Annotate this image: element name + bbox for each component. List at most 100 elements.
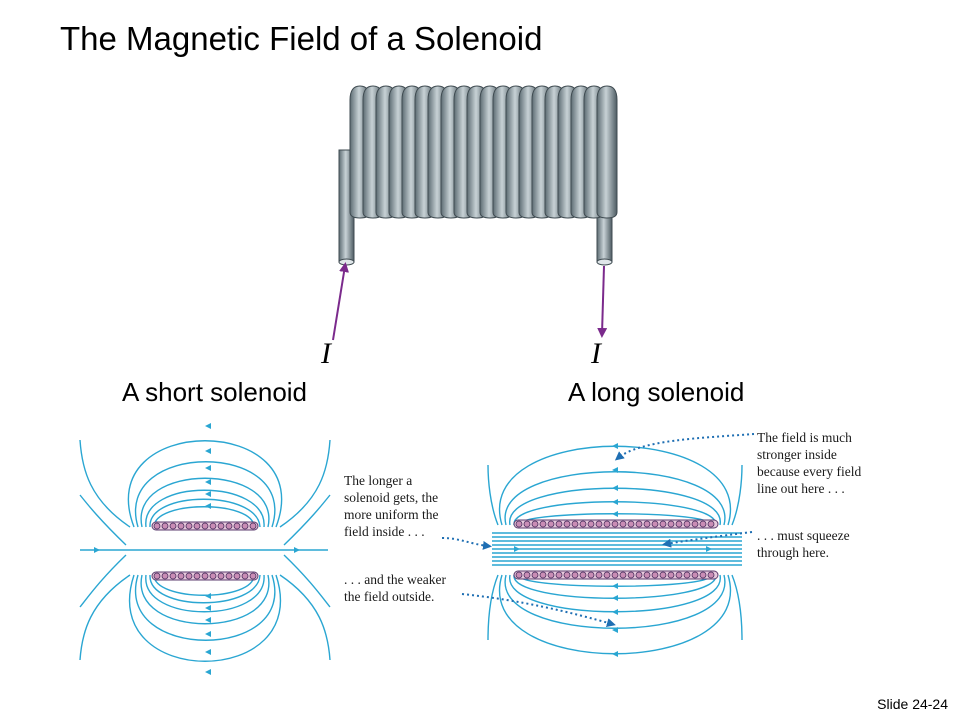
note-squeeze: . . . must squeeze through here. xyxy=(757,527,927,561)
coil-wire-dot xyxy=(249,522,257,530)
coil-wire-dot xyxy=(547,571,555,579)
coil-wire-dot xyxy=(603,520,611,528)
coil-wire-dot xyxy=(193,522,201,530)
coil-wire-dot xyxy=(651,571,659,579)
note-weaker: . . . and the weaker the field outside. xyxy=(344,571,494,605)
coil-wire-dot xyxy=(209,572,217,580)
coil-wire-dot xyxy=(241,572,249,580)
coil-wire-dot xyxy=(603,571,611,579)
short-solenoid-diagram xyxy=(79,423,331,675)
coil-turns xyxy=(349,85,618,219)
coil-wire-dot xyxy=(177,572,185,580)
coil-wire-dot xyxy=(707,571,715,579)
note-uniform: The longer a solenoid gets, the more uni… xyxy=(344,472,494,540)
coil-wire-dot xyxy=(595,520,603,528)
coil-wire-dot xyxy=(153,522,161,530)
coil-wire-dot xyxy=(611,571,619,579)
coil-wire-dot xyxy=(683,520,691,528)
coil-wire-dot xyxy=(611,520,619,528)
current-out-arrow xyxy=(597,265,608,338)
coil-wire-dot xyxy=(161,572,169,580)
coil-wire-dot xyxy=(587,520,595,528)
current-label-in: I xyxy=(321,337,331,370)
coil-wire-dot xyxy=(185,572,193,580)
coil-wire-dot xyxy=(201,522,209,530)
coil-3d xyxy=(338,85,618,266)
coil-wire-dot xyxy=(635,520,643,528)
coil-wire-dot xyxy=(539,520,547,528)
note-line: The field is much xyxy=(757,430,852,445)
coil-wire-dot xyxy=(691,571,699,579)
coil-wire-dot xyxy=(153,572,161,580)
coil-wire-dot xyxy=(547,520,555,528)
coil-wire-dot xyxy=(233,522,241,530)
coil-wire-dot xyxy=(699,571,707,579)
coil-wire-dot xyxy=(595,571,603,579)
coil-wire-dot xyxy=(563,520,571,528)
coil-wire-dot xyxy=(555,520,563,528)
coil-wire-dot xyxy=(555,571,563,579)
note-line: the field outside. xyxy=(344,589,435,604)
note-line: solenoid gets, the xyxy=(344,490,439,505)
note-line: . . . must squeeze xyxy=(757,528,850,543)
coil-wire-dot xyxy=(619,520,627,528)
coil-wire-dot xyxy=(241,522,249,530)
long-solenoid-diagram xyxy=(487,443,743,657)
coil-wire-dot xyxy=(225,572,233,580)
coil-wire-dot xyxy=(515,571,523,579)
note-line: . . . and the weaker xyxy=(344,572,446,587)
coil-wire-dot xyxy=(651,520,659,528)
coil-wire-dot xyxy=(619,571,627,579)
coil-wire-dot xyxy=(635,571,643,579)
coil-wire-dot xyxy=(523,520,531,528)
pointer-weaker xyxy=(461,593,616,627)
current-in-arrow xyxy=(332,262,349,341)
coil-wire-dot xyxy=(659,571,667,579)
coil-wire-dot xyxy=(233,572,241,580)
coil-wire-dot xyxy=(627,571,635,579)
heading-long-solenoid: A long solenoid xyxy=(568,377,745,407)
note-line: because every field xyxy=(757,464,862,479)
coil-wire-dot xyxy=(531,571,539,579)
coil-wire-dot xyxy=(675,571,683,579)
coil-wire-dot xyxy=(659,520,667,528)
coil-wire-dot xyxy=(249,572,257,580)
coil-wire-dot xyxy=(699,520,707,528)
coil-wire-dot xyxy=(691,520,699,528)
coil-wire-dot xyxy=(161,522,169,530)
coil-wire-dot xyxy=(627,520,635,528)
note-line: line out here . . . xyxy=(757,481,845,496)
coil-turn xyxy=(596,85,618,219)
coil-wire-dot xyxy=(515,520,523,528)
coil-wire-dot xyxy=(177,522,185,530)
coil-wire-dot xyxy=(217,522,225,530)
coil-wire-dot xyxy=(193,572,201,580)
current-label-out: I xyxy=(591,337,601,370)
coil-wire-dot xyxy=(523,571,531,579)
coil-wire-dot xyxy=(587,571,595,579)
coil-wire-dot xyxy=(643,571,651,579)
coil-wire-dot xyxy=(667,571,675,579)
coil-wire-dot xyxy=(185,522,193,530)
coil-wire-dot xyxy=(579,520,587,528)
coil-wire-dot xyxy=(217,572,225,580)
heading-short-solenoid: A short solenoid xyxy=(122,377,308,407)
coil-wire-dot xyxy=(707,520,715,528)
note-line: more uniform the xyxy=(344,507,439,522)
coil-wire-dot xyxy=(531,520,539,528)
coil-wire-dot xyxy=(571,520,579,528)
note-line: stronger inside xyxy=(757,447,837,462)
coil-wire-dot xyxy=(667,520,675,528)
note-line: field inside . . . xyxy=(344,524,425,539)
slide-number: Slide 24-24 xyxy=(877,696,948,712)
coil-wire-dot xyxy=(539,571,547,579)
coil-wire-dot xyxy=(563,571,571,579)
pointer-stronger xyxy=(614,433,755,461)
note-line: The longer a xyxy=(344,473,413,488)
coil-wire-dot xyxy=(643,520,651,528)
note-line: through here. xyxy=(757,545,829,560)
slide-title: The Magnetic Field of a Solenoid xyxy=(60,20,543,57)
coil-wire-dot xyxy=(579,571,587,579)
pointer-squeeze xyxy=(662,531,753,548)
